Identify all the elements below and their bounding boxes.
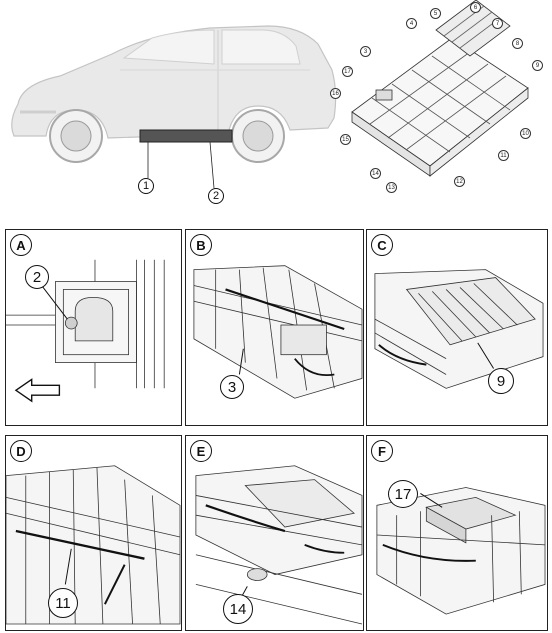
panel-label-e: E — [190, 440, 212, 462]
panel-a-drawing — [6, 259, 165, 403]
callout-pack-4: 4 — [406, 18, 417, 29]
callout-pack-14: 14 — [370, 168, 381, 179]
callout-pack-8: 8 — [512, 38, 523, 49]
panel-e-callout: 14 — [223, 594, 253, 624]
callout-pack-3: 3 — [360, 46, 371, 57]
panel-label-d: D — [10, 440, 32, 462]
panel-e: E 14 — [185, 435, 364, 631]
panel-a: A 2 — [5, 229, 182, 426]
callout-pack-12: 12 — [454, 176, 465, 187]
panel-d: D 11 — [5, 435, 182, 631]
panel-d-drawing — [6, 465, 181, 625]
panel-label-a: A — [10, 234, 32, 256]
callout-pack-9: 9 — [532, 60, 543, 71]
car-and-pack-drawing — [11, 0, 529, 189]
callout-pack-5: 5 — [430, 8, 441, 19]
callout-pack-15: 15 — [340, 134, 351, 145]
panel-f: F 17 — [366, 435, 548, 631]
panel-f-drawing — [376, 487, 546, 615]
callout-pack-6: 6 — [470, 2, 481, 13]
panel-label-b: B — [190, 234, 212, 256]
panel-b-drawing — [193, 265, 363, 399]
panel-a-callout: 2 — [25, 265, 49, 289]
panel-label-f: F — [371, 440, 393, 462]
callout-pack-16: 16 — [330, 88, 341, 99]
battery-pack-illustration — [351, 0, 529, 177]
panel-c-callout: 9 — [488, 368, 514, 394]
panel-c: C 9 — [366, 229, 548, 426]
panel-b: B 3 — [185, 229, 364, 426]
callout-car-1: 1 — [138, 178, 154, 194]
panel-b-callout: 3 — [220, 375, 244, 399]
callout-car-2: 2 — [208, 188, 224, 204]
overview-illustration: 1 2 3 4 5 6 7 8 9 10 11 12 13 14 15 16 1… — [0, 0, 552, 212]
panel-c-drawing — [374, 269, 544, 389]
callout-pack-17: 17 — [342, 66, 353, 77]
callout-pack-10: 10 — [520, 128, 531, 139]
panel-label-c: C — [371, 234, 393, 256]
callout-pack-7: 7 — [492, 18, 503, 29]
panel-d-callout: 11 — [48, 588, 78, 618]
callout-pack-13: 13 — [386, 182, 397, 193]
panel-f-callout: 17 — [388, 480, 418, 508]
car-illustration — [11, 25, 337, 189]
callout-pack-11: 11 — [498, 150, 509, 161]
left-arrow-icon — [14, 378, 61, 403]
panel-e-drawing — [195, 465, 363, 625]
